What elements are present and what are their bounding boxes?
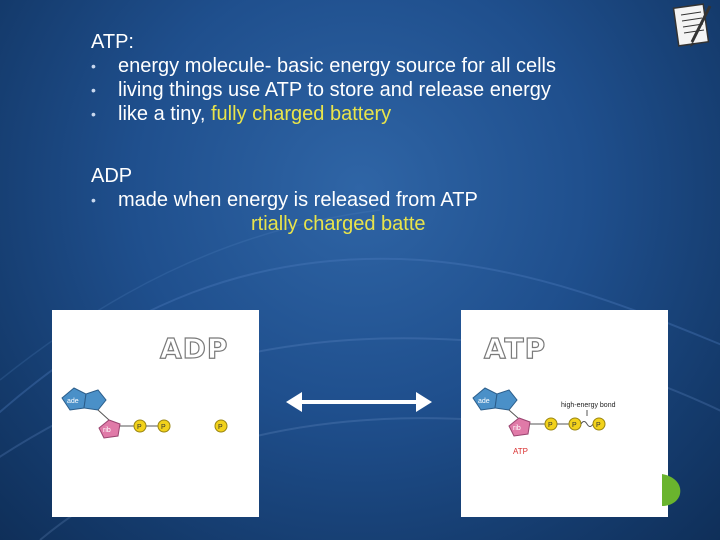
bullet-dot: • (91, 82, 96, 98)
double-headed-arrow-icon (286, 392, 432, 412)
atp-bullet-1: • energy molecule- basic energy source f… (91, 54, 631, 78)
rib-label: rib (513, 425, 521, 432)
adp-heading: ADP (91, 165, 133, 187)
bullet-text: rtially charged batte (118, 212, 631, 236)
high-energy-bond-label: high-energy bond (561, 402, 616, 409)
slide-body: ATP: • energy molecule- basic energy sou… (91, 30, 631, 236)
adp-bullet-1: • made when energy is released from ATP (91, 188, 631, 212)
phosphate-1-label: P (548, 422, 553, 429)
atp-molecule-diagram: ade rib P P P high-energy bond ATP (472, 387, 616, 456)
atp-diagram-panel (461, 310, 668, 517)
bullet-text: energy molecule- basic energy source for… (118, 55, 556, 77)
phosphate-2-label: P (572, 422, 577, 429)
free-phosphate-label: P (218, 424, 223, 431)
atp-label: ATP (483, 331, 547, 365)
bullet-dot: • (91, 106, 96, 122)
atp-heading: ATP: (91, 31, 134, 53)
phosphate-1-label: P (137, 424, 142, 431)
atp-bullet-3: • like a tiny, fully charged battery (91, 102, 631, 126)
ade-label: ade (478, 398, 490, 405)
phosphate-3-label: P (596, 422, 601, 429)
ade-label: ade (67, 398, 79, 405)
adp-molecule-diagram: ade rib P P P (61, 387, 228, 439)
phosphate-2-label: P (161, 424, 166, 431)
bullet-dot: • (91, 58, 96, 74)
bullet-text-highlight: fully charged battery (211, 103, 392, 125)
adp-label: ADP (159, 331, 229, 365)
bullet-text: made when energy is released from ATP (118, 189, 478, 211)
bullet-dot (91, 212, 118, 236)
bullet-text: like a tiny, fully charged battery (118, 102, 631, 126)
adp-bullet-2: rtially charged batte (91, 212, 631, 236)
atp-bullet-2: • living things use ATP to store and rel… (91, 78, 631, 102)
bullet-text-highlight: rtially charged batte (251, 213, 426, 235)
adp-diagram-panel (52, 310, 259, 517)
green-leaf-icon (662, 474, 681, 506)
notepad-pencil-icon (672, 3, 712, 47)
bullet-dot: • (91, 192, 96, 208)
bullet-text: living things use ATP to store and relea… (118, 79, 551, 101)
bullet-text-plain: like a tiny, (118, 103, 211, 125)
rib-label: rib (103, 427, 111, 434)
atp-caption: ATP (513, 447, 528, 456)
